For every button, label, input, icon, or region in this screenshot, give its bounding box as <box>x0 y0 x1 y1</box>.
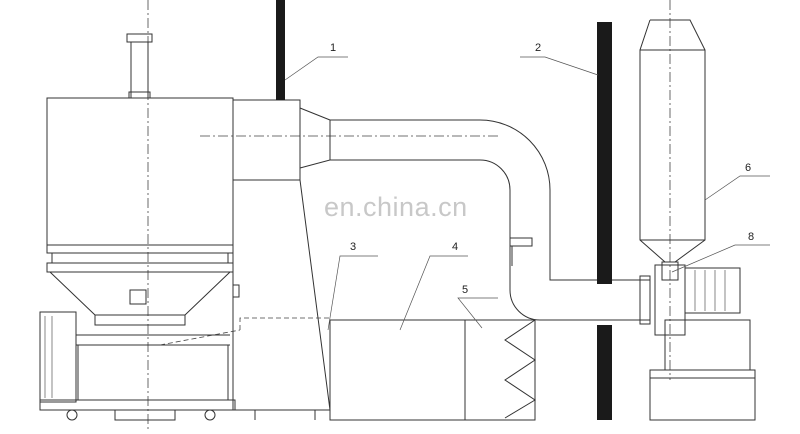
wall-2-lower <box>597 325 612 420</box>
label-5: 5 <box>462 284 468 296</box>
filter-tower <box>639 19 706 281</box>
outlet-duct <box>159 99 331 420</box>
label-6: 6 <box>745 162 751 174</box>
dryer-unit <box>39 33 240 421</box>
label-2: 2 <box>535 42 541 54</box>
wall-1 <box>276 0 285 100</box>
label-3: 3 <box>350 241 356 253</box>
exhaust-fan <box>649 264 756 421</box>
label-8: 8 <box>748 231 754 243</box>
wall-2-upper <box>597 22 612 284</box>
air-pipe <box>330 119 651 325</box>
label-1: 1 <box>330 42 336 54</box>
leader-lines <box>284 56 770 331</box>
label-4: 4 <box>452 241 458 253</box>
air-intake-box <box>329 319 536 421</box>
watermark: en.china.cn <box>324 192 468 222</box>
